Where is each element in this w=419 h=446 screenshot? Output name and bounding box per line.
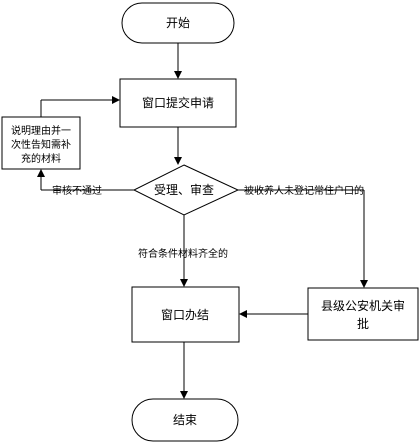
edge-label-not-registered: 被收养人未登记常住户口的 [244,184,364,197]
county-approval-node [307,287,419,341]
start-label: 开始 [166,16,190,30]
arrowhead [174,71,182,79]
county-label-line1: 县级公安机关审 [321,298,405,313]
arrowhead [180,279,188,287]
arrowhead [239,310,247,318]
edge-label-complete: 符合条件材料齐全的 [138,247,228,260]
end-node [131,398,239,442]
edge-label-fail: 审核不通过 [52,184,102,197]
window-done-node [131,286,240,343]
explain-label-line1: 说明理由并一 [11,124,71,137]
window-submit-node [119,78,237,128]
explain-node [1,116,81,170]
end-label: 结束 [173,413,197,427]
arrowhead [112,96,120,104]
arrowhead [174,157,182,165]
explain-label-line3: 充的材料 [21,152,61,165]
window-submit-label: 窗口提交申请 [142,95,214,110]
arrowhead [360,280,368,288]
arrowhead [37,169,45,177]
county-label-line2: 批 [357,316,369,331]
window-done-label: 窗口办结 [161,307,209,322]
review-label: 受理、审查 [154,182,214,197]
explain-label-line2: 次性告知需补 [11,138,71,151]
arrowhead [180,391,188,399]
